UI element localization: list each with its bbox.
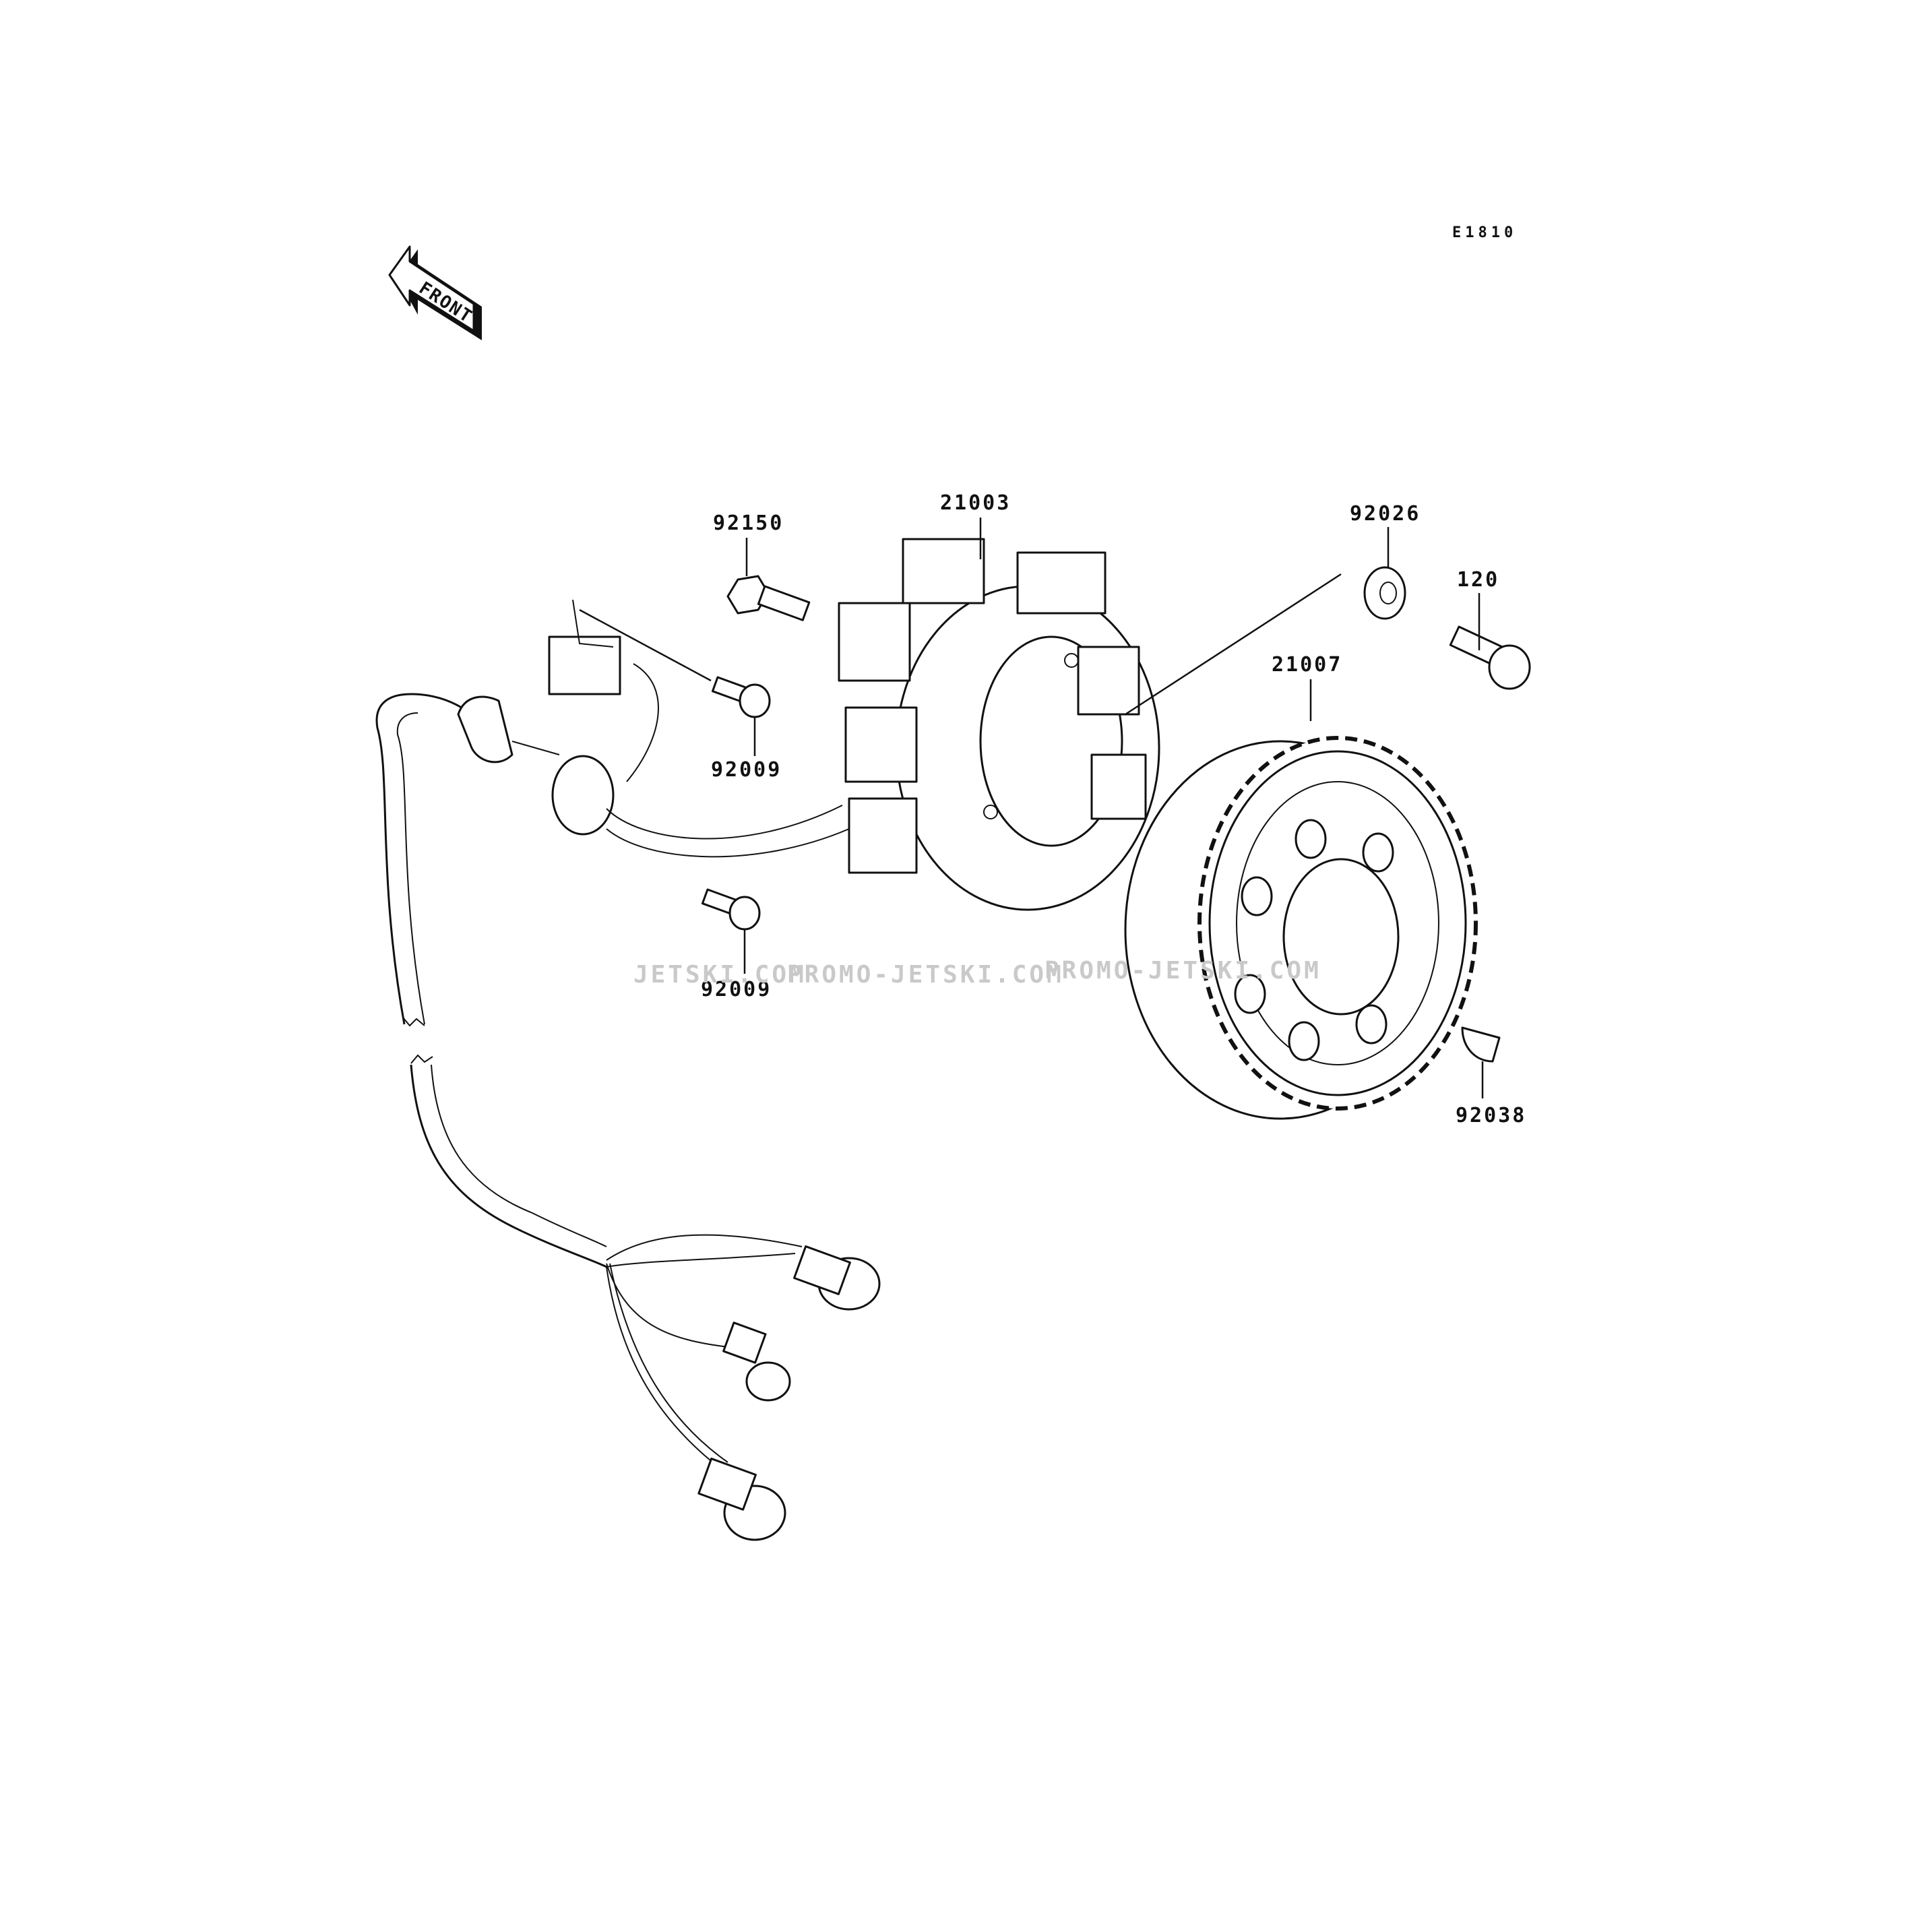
stator-assembly [838, 538, 1160, 911]
callout-21003: 21003 [940, 491, 1011, 515]
flywheel-assembly [1124, 736, 1478, 1120]
leader-lines [579, 518, 1484, 1098]
watermark-3: PROMO-JETSKI.COM [1045, 957, 1321, 985]
stator-poles [838, 538, 1147, 874]
washer-92026 [1363, 566, 1406, 620]
front-arrow-icon: FRONT [388, 245, 482, 340]
callout-120: 120 [1457, 568, 1499, 592]
screw-92009-upper [711, 676, 771, 718]
callout-21007: 21007 [1272, 653, 1342, 677]
callout-92009-lower: 92009 [701, 978, 772, 1001]
callout-92150: 92150 [713, 511, 784, 535]
callout-92009-upper: 92009 [711, 758, 782, 782]
socket-bolt-120 [1449, 625, 1531, 690]
watermark-1: JETSKI.COM [633, 961, 807, 989]
bolt-92150 [726, 575, 811, 621]
watermark: JETSKI.COM PROMO-JETSKI.COM PROMO-JETSKI… [633, 957, 1321, 989]
screw-92009-lower [701, 888, 761, 931]
pickup-coil [457, 599, 850, 858]
wiring-harness [375, 693, 881, 1541]
watermark-2: PROMO-JETSKI.COM [787, 961, 1064, 989]
key-92038 [1461, 1026, 1501, 1063]
flywheel-bolt-holes [1234, 819, 1394, 1061]
callout-92026: 92026 [1350, 502, 1421, 526]
diagram-code: E1810 [1452, 224, 1517, 241]
callout-92038: 92038 [1456, 1104, 1526, 1127]
